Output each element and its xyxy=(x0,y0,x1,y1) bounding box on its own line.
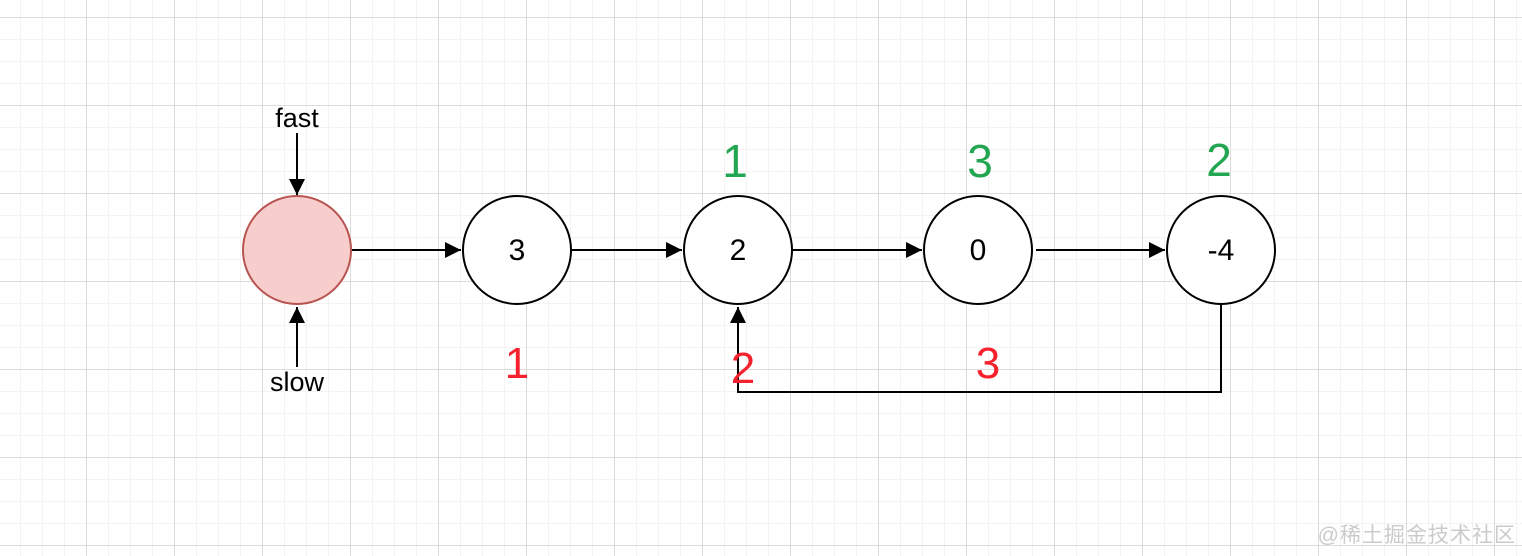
step-green-above-nodeneg4: 2 xyxy=(1206,134,1232,186)
node-head xyxy=(242,195,352,305)
node-2-circle xyxy=(683,195,793,305)
step-red-below-node2: 2 xyxy=(731,344,755,393)
node-0: 0 xyxy=(923,195,1033,305)
step-green-above-node0: 3 xyxy=(967,135,993,187)
node-neg4: -4 xyxy=(1166,195,1276,305)
node-0-value: 0 xyxy=(970,234,987,267)
node-2: 2 xyxy=(683,195,793,305)
node-0-circle xyxy=(923,195,1033,305)
watermark: @稀土掘金技术社区 xyxy=(1317,524,1516,547)
fast-pointer-label: fast xyxy=(275,103,319,133)
step-red-below-node3: 1 xyxy=(505,339,529,388)
node-3-circle xyxy=(462,195,572,305)
node-neg4-circle xyxy=(1166,195,1276,305)
node-3: 3 xyxy=(462,195,572,305)
cycle-edge-nodeneg4-to-node2 xyxy=(730,304,1222,393)
step-red-on-cycle-edge: 3 xyxy=(976,339,1000,388)
slow-pointer-label: slow xyxy=(270,367,325,397)
node-head-circle xyxy=(242,195,352,305)
node-2-value: 2 xyxy=(730,234,747,267)
node-3-value: 3 xyxy=(509,234,526,267)
node-neg4-value: -4 xyxy=(1208,234,1235,267)
step-green-above-node2: 1 xyxy=(722,135,748,187)
